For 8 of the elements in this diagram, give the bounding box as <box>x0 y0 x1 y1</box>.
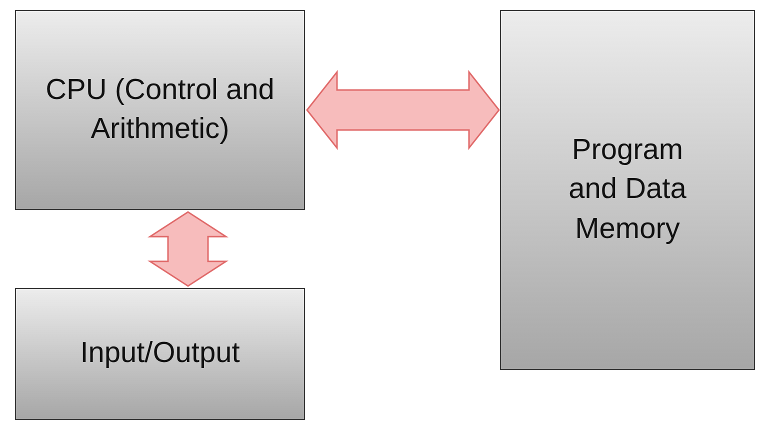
box-label: Program and Data Memory <box>568 133 688 247</box>
double-arrow <box>147 211 229 287</box>
double-arrow <box>306 70 500 150</box>
box-label: Input/Output <box>80 336 240 372</box>
process-box <box>500 10 755 370</box>
box-label: CPU (Control and Arithmetic) <box>44 72 276 147</box>
process-box <box>15 10 305 210</box>
process-box <box>15 288 305 420</box>
